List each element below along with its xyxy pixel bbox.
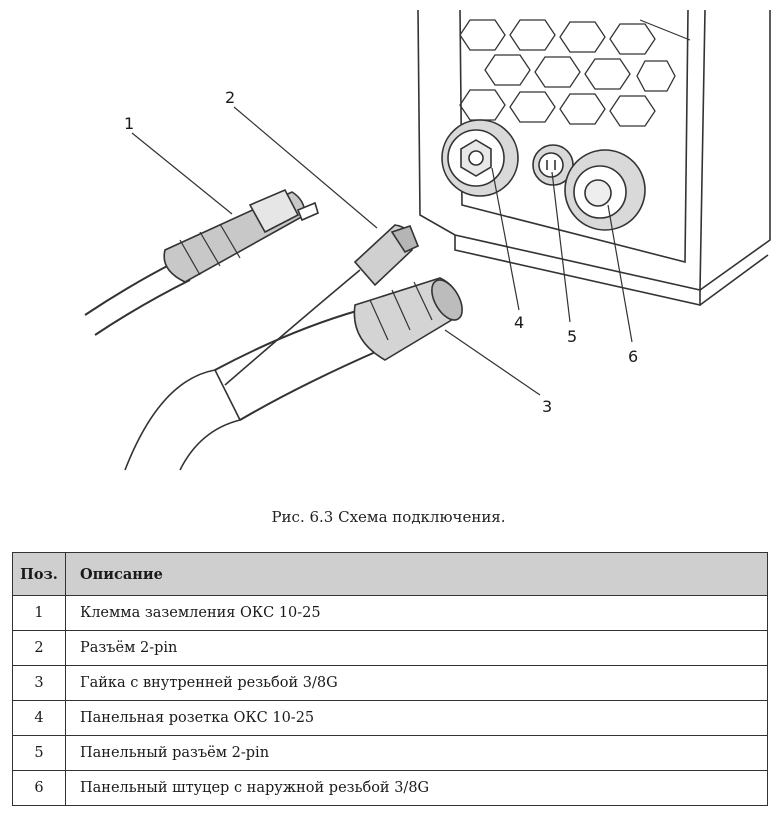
torch-hose-assembly bbox=[124, 224, 463, 471]
table-header-row: Поз. Описание bbox=[12, 552, 768, 596]
callout-leaders bbox=[131, 106, 633, 396]
column-header-pos: Поз. bbox=[12, 552, 66, 596]
callout-label: 3 bbox=[542, 397, 552, 416]
row-description: Клемма заземления ОКС 10-25 bbox=[65, 595, 768, 631]
callout-label: 5 bbox=[567, 327, 577, 346]
panel-socket-oks bbox=[441, 119, 519, 197]
row-pos: 3 bbox=[12, 665, 66, 701]
row-pos: 6 bbox=[12, 770, 66, 806]
row-pos: 5 bbox=[12, 735, 66, 771]
row-description: Панельный разъём 2-pin bbox=[65, 735, 768, 771]
row-pos: 4 bbox=[12, 700, 66, 736]
callout-label: 4 bbox=[514, 313, 524, 332]
callout-label: 2 bbox=[225, 88, 235, 107]
row-pos: 1 bbox=[12, 595, 66, 631]
table-row: 1 Клемма заземления ОКС 10-25 bbox=[12, 595, 768, 631]
row-description: Панельная розетка ОКС 10-25 bbox=[65, 700, 768, 736]
callout-label: 6 bbox=[628, 347, 638, 366]
row-description: Разъём 2-pin bbox=[65, 630, 768, 666]
row-description: Панельный штуцер с наружной резьбой 3/8G bbox=[65, 770, 768, 806]
table-row: 5 Панельный разъём 2-pin bbox=[12, 735, 768, 771]
table-row: 2 Разъём 2-pin bbox=[12, 630, 768, 666]
table-row: 4 Панельная розетка ОКС 10-25 bbox=[12, 700, 768, 736]
table-row: 6 Панельный штуцер с наружной резьбой 3/… bbox=[12, 770, 768, 806]
panel-fitting-3-8g bbox=[564, 149, 646, 231]
column-header-description: Описание bbox=[65, 552, 768, 596]
welding-machine-panel bbox=[417, 9, 771, 306]
figure-caption: Рис. 6.3 Схема подключения. bbox=[271, 508, 506, 526]
callout-label: 1 bbox=[124, 114, 134, 133]
ground-clamp-plug bbox=[84, 188, 319, 336]
row-description: Гайка с внутренней резьбой 3/8G bbox=[65, 665, 768, 701]
row-pos: 2 bbox=[12, 630, 66, 666]
connection-diagram: 1 2 3 4 5 6 bbox=[84, 9, 771, 471]
table-row: 3 Гайка с внутренней резьбой 3/8G bbox=[12, 665, 768, 701]
parts-table: Поз. Описание 1 Клемма заземления ОКС 10… bbox=[12, 552, 768, 806]
